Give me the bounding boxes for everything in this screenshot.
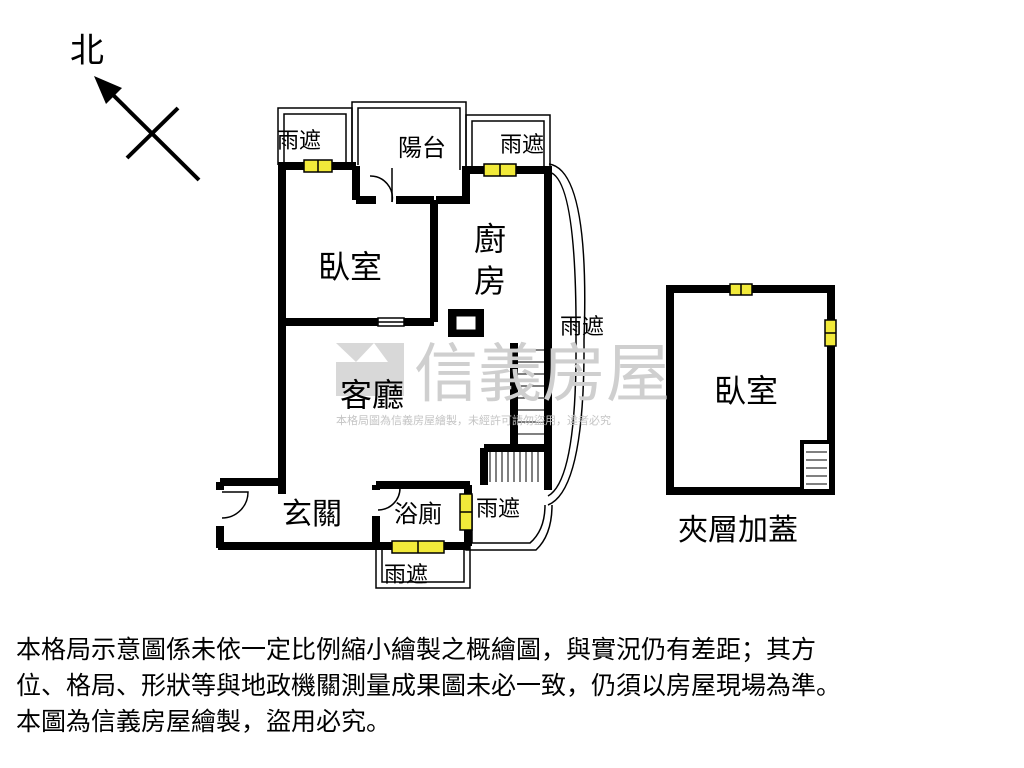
- doors: [221, 168, 405, 519]
- label-bathroom: 浴廁: [394, 500, 442, 528]
- main-stairs: [489, 349, 546, 482]
- mezzanine-stairs: [800, 440, 833, 493]
- room-labels: 雨遮 陽台 雨遮 臥室 廚 房 雨遮 客廳 玄關 浴廁 雨遮 雨遮 臥室 夾層加…: [277, 129, 798, 588]
- label-canopy-right: 雨遮: [560, 315, 604, 340]
- label-mezzanine-caption: 夾層加蓋: [678, 513, 798, 548]
- disclaimer-line-3: 本圖為信義房屋繪製，盜用必究。: [16, 707, 392, 736]
- label-living-room: 客廳: [340, 376, 404, 414]
- watermark-logo-icon: [336, 343, 374, 362]
- label-kitchen-2: 房: [474, 262, 506, 300]
- label-canopy-top-right: 雨遮: [500, 133, 544, 158]
- watermark-logo-block: [336, 362, 404, 396]
- label-kitchen-1: 廚: [474, 220, 506, 258]
- kitchen-fixture: [448, 309, 484, 337]
- windows: [303, 159, 517, 554]
- canopies: [277, 101, 586, 589]
- watermark-brand: 信義房屋: [414, 338, 670, 412]
- north-arrow-icon: [94, 76, 122, 104]
- label-canopy-top-left: 雨遮: [277, 129, 321, 154]
- label-canopy-bottom: 雨遮: [384, 563, 428, 588]
- label-bedroom: 臥室: [318, 248, 382, 286]
- north-label: 北: [70, 31, 104, 71]
- bathroom-door-icon: [377, 487, 401, 511]
- watermark: [336, 343, 404, 396]
- label-mezzanine-bedroom: 臥室: [714, 372, 778, 410]
- disclaimer-line-2: 位、格局、形狀等與地政機關測量成果圖未必一致，仍須以房屋現場為準。: [16, 671, 842, 700]
- label-canopy-bottom-right: 雨遮: [476, 497, 520, 522]
- watermark-notice: 本格局圖為信義房屋繪製，未經許可請勿盜用，違者必究: [336, 413, 611, 427]
- label-balcony: 陽台: [398, 134, 446, 162]
- compass: 北: [70, 31, 201, 182]
- disclaimer: 本格局示意圖係未依一定比例縮小繪製之概繪圖，與實況仍有差距；其方 位、格局、形狀…: [16, 632, 1016, 740]
- disclaimer-line-1: 本格局示意圖係未依一定比例縮小繪製之概繪圖，與實況仍有差距；其方: [16, 635, 817, 664]
- entrance-door-icon: [221, 491, 249, 519]
- label-entrance: 玄關: [282, 497, 342, 532]
- mezzanine-plan: [666, 283, 837, 495]
- compass-direction-line: [102, 84, 201, 182]
